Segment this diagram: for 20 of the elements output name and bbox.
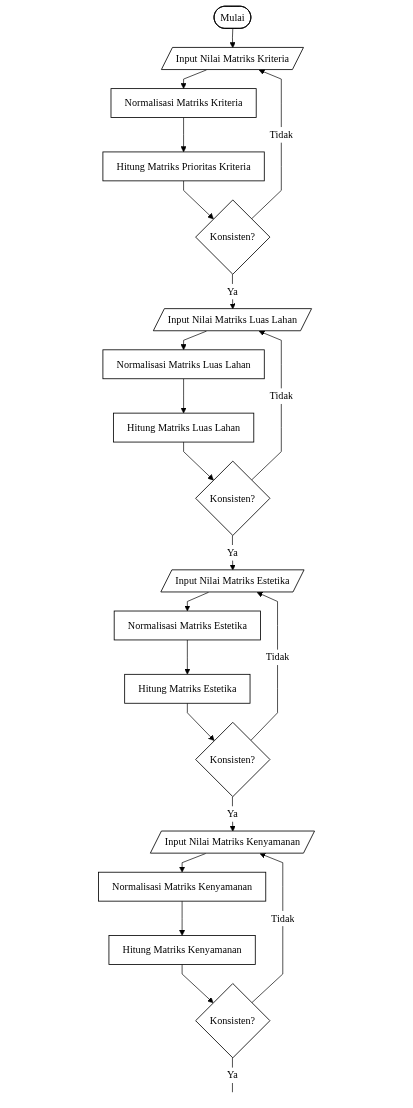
edge-label: Tidak [269, 390, 294, 402]
node-diamond: Konsisten? [195, 460, 271, 536]
edge-label: Tidak [265, 651, 290, 663]
node-diamond: Konsisten? [195, 199, 271, 275]
node-box: Normalisasi Matriks Kriteria [110, 88, 257, 118]
edge-label: Ya [227, 285, 238, 297]
node-box: Normalisasi Matriks Kenyamanan [98, 871, 267, 902]
node-diamond: Konsisten? [195, 721, 271, 798]
node-diamond: Konsisten? [195, 983, 271, 1059]
edge-label: Ya [227, 808, 238, 820]
node-box: Hitung Matriks Prioritas Kriteria [102, 151, 265, 182]
edge-label: Tidak [269, 129, 294, 141]
node-box: Hitung Matriks Kenyamanan [108, 935, 256, 965]
edge-label: Tidak [271, 912, 295, 924]
node-box: Normalisasi Matriks Luas Lahan [102, 349, 265, 380]
edge-label: Ya [227, 547, 238, 558]
edge-label: Ya [227, 1069, 238, 1081]
node-box: Hitung Matriks Estetika [124, 673, 251, 704]
node-box: Hitung Matriks Luas Lahan [113, 412, 255, 443]
node-box: Normalisasi Matriks Estetika [113, 610, 261, 641]
